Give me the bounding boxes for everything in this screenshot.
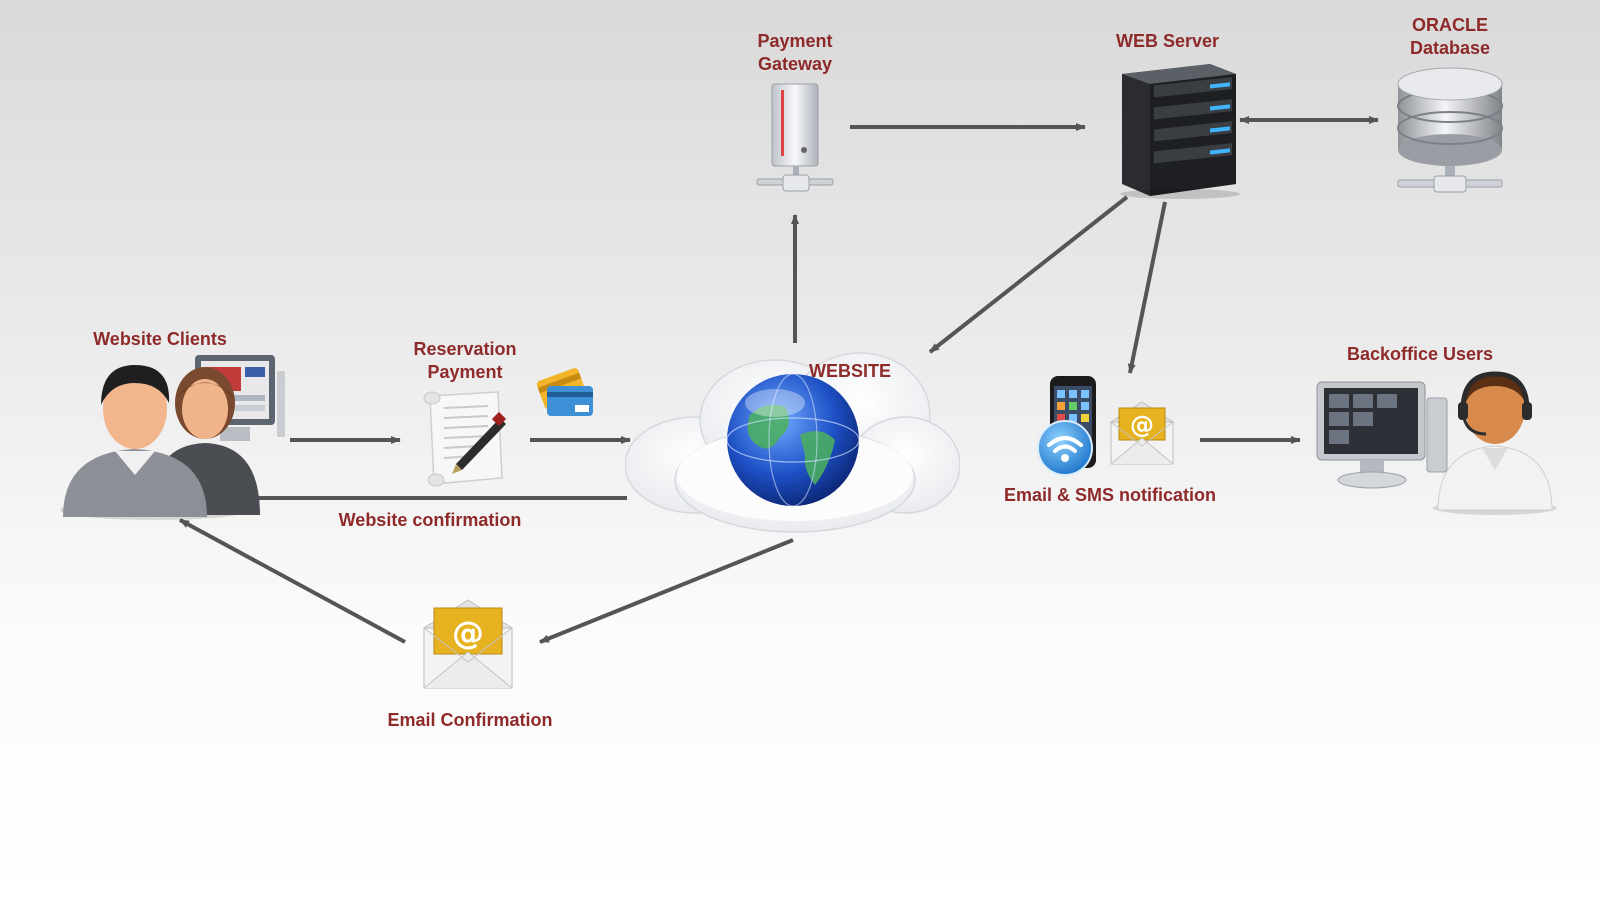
website-confirmation-label: Website confirmation — [338, 510, 522, 530]
document-pen-icon — [423, 391, 507, 487]
oracle-database-label-line1: ORACLE — [1412, 15, 1488, 35]
reservation-payment-label-line1: Reservation — [413, 339, 517, 359]
reservation-payment-label-line2: Payment — [427, 362, 503, 382]
backoffice-users-label: Backoffice Users — [1346, 344, 1494, 364]
rack-server-icon — [1120, 64, 1240, 199]
wifi-icon — [1037, 420, 1093, 476]
oracle-database-label-line2: Database — [1409, 38, 1491, 58]
reservation-payment-label: Reservation Payment — [385, 338, 545, 384]
users-icon — [60, 355, 285, 520]
envelope-icon: @ — [1109, 401, 1175, 465]
arrow-website-to-email — [539, 538, 794, 644]
email-confirmation-label: Email Confirmation — [387, 710, 553, 730]
support-agent-icon — [1433, 371, 1557, 515]
envelope-icon: @ — [422, 599, 514, 689]
credit-cards-icon — [536, 368, 593, 416]
globe-cloud-icon — [625, 352, 960, 533]
notification-label: Email & SMS notification — [1003, 485, 1217, 505]
server-tower-icon — [756, 83, 834, 192]
monitor-icon — [1316, 381, 1448, 489]
web-server-label: WEB Server — [1115, 31, 1220, 51]
arrow-email-to-clients — [179, 518, 406, 644]
website-label: WEBSITE — [808, 361, 891, 381]
database-icon — [1397, 67, 1503, 193]
oracle-database-label: ORACLE Database — [1380, 14, 1520, 60]
svg-text:@: @ — [452, 614, 484, 652]
svg-text:@: @ — [1130, 411, 1154, 439]
payment-gateway-label-line1: Payment — [757, 31, 833, 51]
arrow-webserver-to-website — [928, 195, 1129, 354]
payment-gateway-label: Payment Gateway — [715, 30, 875, 76]
payment-gateway-label-line2: Gateway — [757, 54, 833, 74]
website-clients-label: Website Clients — [93, 329, 227, 349]
arrow-webserver-to-notification — [1127, 201, 1167, 374]
